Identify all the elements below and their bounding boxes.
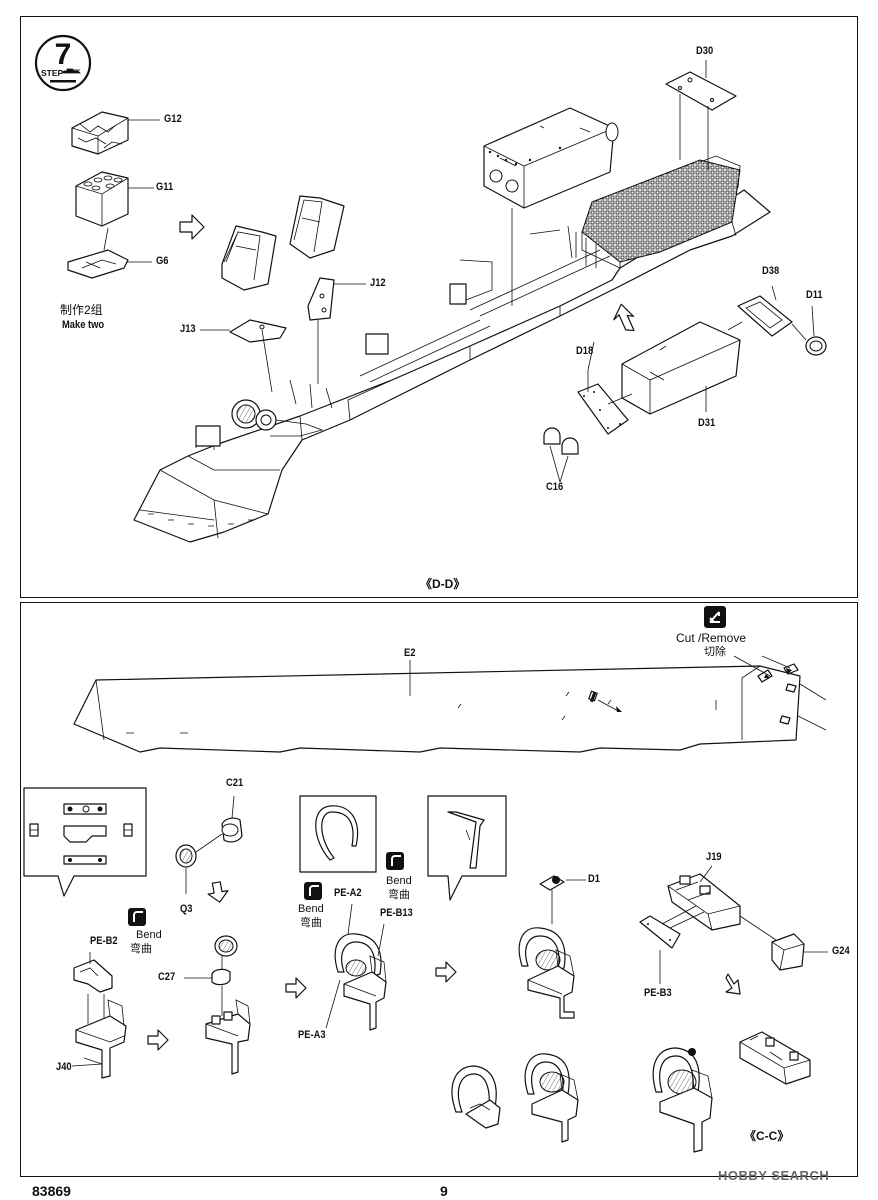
part-label-d38: D38 [762,265,780,277]
assembly-arrow-icon [725,973,741,995]
part-label-c27: C27 [158,971,176,983]
hull-assembly-drawing [67,60,827,543]
part-label-c16: C16 [546,481,564,493]
exhaust-box-d31 [543,285,827,483]
part-label-pe-a3: PE-A3 [298,1029,326,1041]
assembly-arrow-icon [147,1029,169,1051]
bend-icon [386,852,404,870]
part-label-j40: J40 [56,1061,72,1073]
part-label-g6: G6 [156,255,169,267]
detail-callout-left [23,787,147,897]
part-label-g12: G12 [164,113,182,125]
step-badge-icon: 7 STEP [34,34,92,92]
cut-remove-label-cn: 切除 [704,646,726,658]
hull-body [133,155,771,543]
assembly-arrow-icon [285,977,307,999]
guard-view-side [451,1065,501,1129]
cut-scissors-icon [704,606,726,628]
bend-label-en: Bend [298,903,324,915]
part-label-pe-b13: PE-B13 [380,907,413,919]
bend-icon [128,908,146,926]
periscope-assembly-d1 [518,875,586,1019]
step-label: STEP [41,68,64,78]
part-label-d30: D30 [696,45,714,57]
section-label-cc: 《C-C》 [744,1129,790,1143]
watermark: HOBBY SEARCH [718,1168,830,1183]
part-label-pe-a2: PE-A2 [334,887,362,899]
section-label-dd: 《D-D》 [420,577,466,591]
guard-assembly-pe-a2 [325,903,387,1031]
make-two-cn: 制作2组 [60,303,103,317]
make-two-en: Make two [62,319,105,331]
bend-label-en: Bend [386,875,412,887]
page-number: 9 [440,1183,448,1199]
part-label-g11: G11 [156,181,174,193]
bend-label-cn: 弯曲 [300,917,322,929]
guard-view-front [524,1053,579,1143]
part-label-q3: Q3 [180,903,193,915]
part-label-d1: D1 [588,873,600,885]
engine-box-d30 [483,60,737,306]
fender-plate-e2 [73,655,827,753]
part-label-j13: J13 [180,323,196,335]
assembly-arrow-icon [435,961,457,983]
lamp-assembly-c21 [175,795,251,1075]
cut-remove-label: Cut /Remove [676,631,747,645]
stowage-box-stack [67,111,160,279]
bend-label-en: Bend [136,929,162,941]
bend-label-cn: 弯曲 [130,943,152,955]
toolbox-assembly-j19 [639,865,828,995]
part-label-e2: E2 [404,647,416,659]
bend-icon [304,882,322,900]
part-label-d18: D18 [576,345,594,357]
part-label-d31: D31 [698,417,716,429]
detail-callout-right [427,795,507,901]
final-assembly-view [652,1031,811,1153]
step-number: 7 [55,38,72,71]
assembly-arrow-icon [613,303,635,332]
product-code: 83869 [32,1183,71,1199]
part-label-d11: D11 [806,289,823,301]
assembly-arrow-icon [207,881,229,903]
part-label-pe-b2: PE-B2 [90,935,118,947]
part-label-j12: J12 [370,277,386,289]
side-stowage-boxes [200,195,366,393]
part-label-c21: C21 [226,777,244,789]
bracket-assembly-j40 [71,952,127,1079]
assembly-arrow-icon [179,214,205,240]
part-label-j19: J19 [706,851,722,863]
step-badge: 7 STEP [34,34,92,92]
part-label-g24: G24 [832,945,850,957]
bend-label-cn: 弯曲 [388,889,410,901]
part-label-pe-b3: PE-B3 [644,987,672,999]
detail-callout-bend [299,795,377,873]
